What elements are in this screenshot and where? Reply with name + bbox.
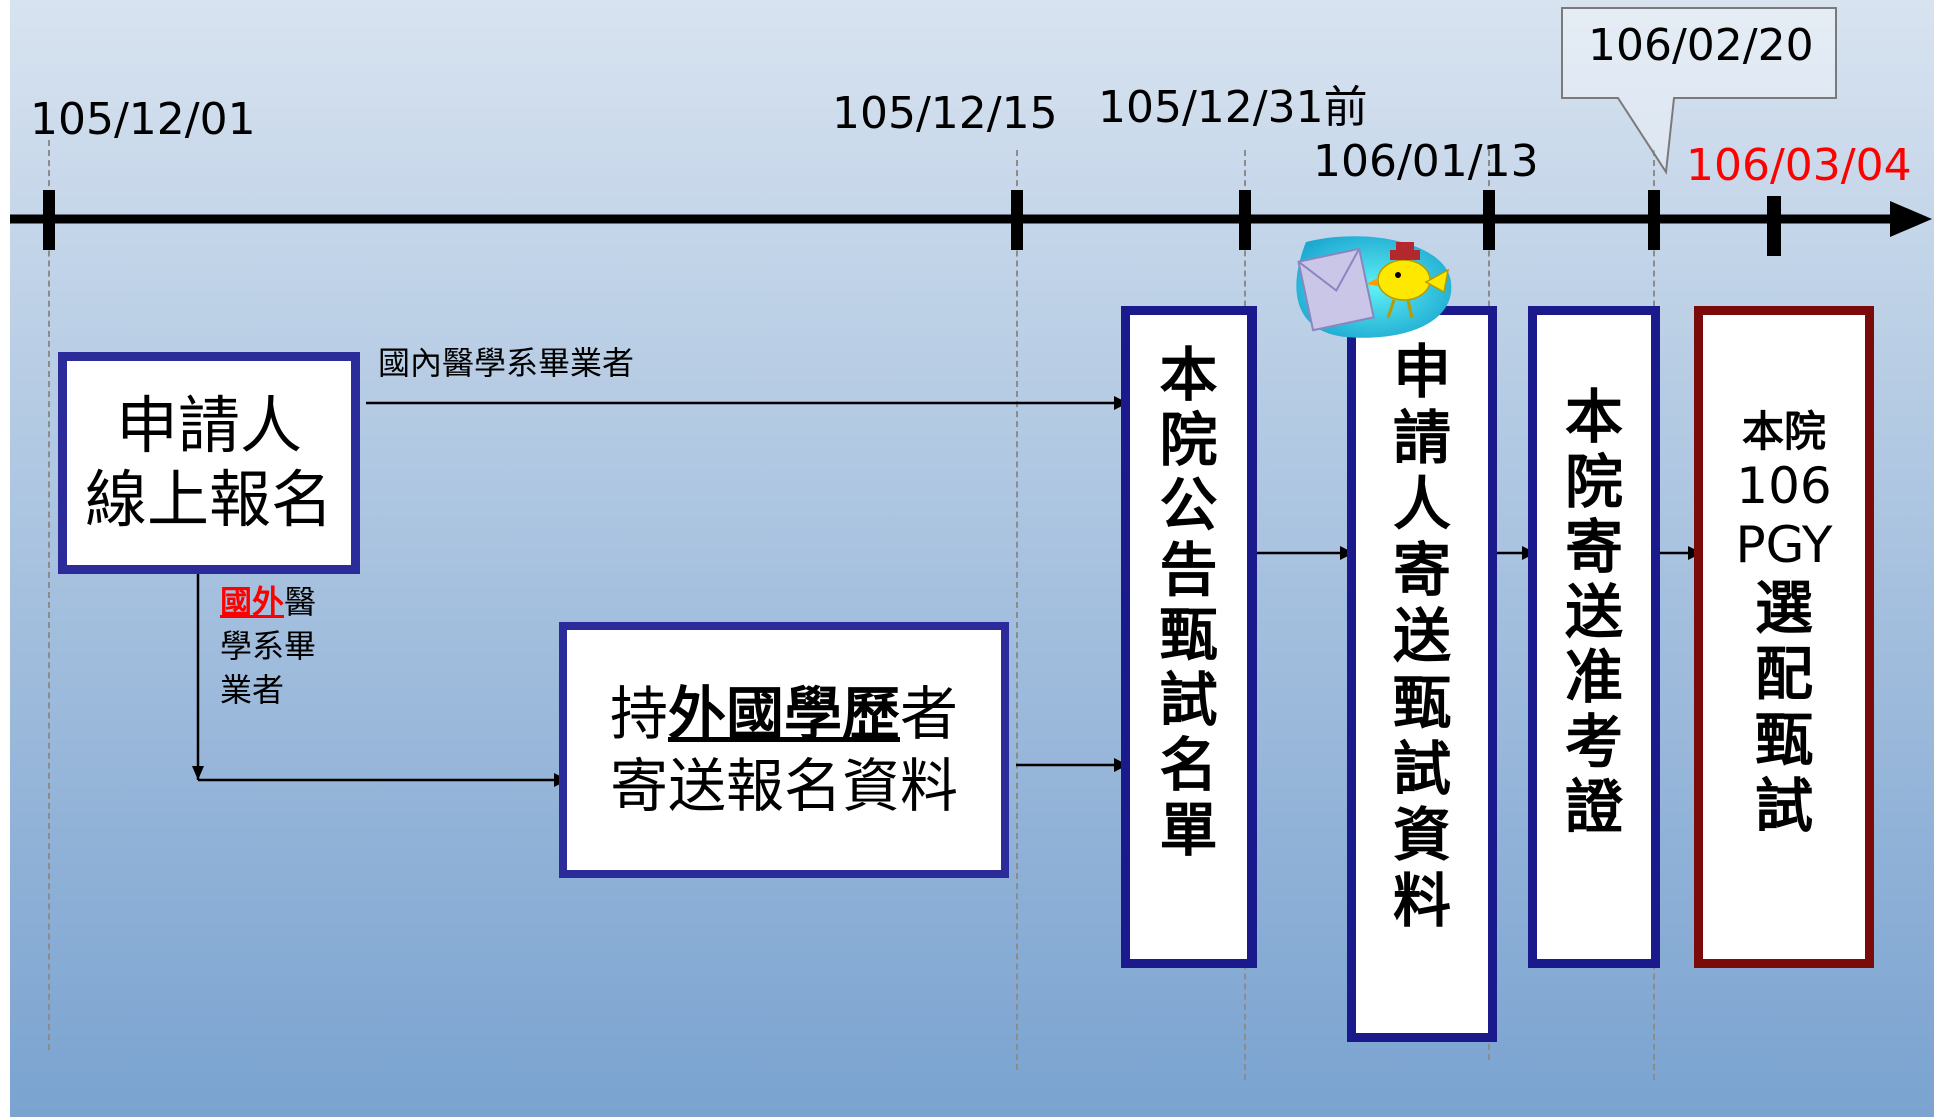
applicant-send-char: 申 [1392, 338, 1451, 406]
admission-card-char: 寄 [1564, 512, 1623, 581]
announce-list-text: 本院公告甄試名單 [1130, 343, 1247, 863]
guide-line-d2 [1016, 150, 1018, 1070]
announce-list-char: 名 [1159, 730, 1218, 799]
admission-card-text: 本院寄送准考證 [1537, 385, 1651, 840]
foreign-send-line2: 寄送報名資料 [609, 752, 958, 820]
pgy-exam-line2: 106 [1736, 456, 1832, 515]
foreign-send-bold: 外國學歷 [667, 679, 900, 748]
tick-d4 [1483, 190, 1495, 250]
foreign-send-prefix: 持 [609, 679, 668, 748]
admission-card-char: 本 [1564, 383, 1623, 451]
announce-list-char: 本 [1159, 341, 1218, 409]
date-label-d4: 106/01/13 [1313, 136, 1539, 187]
label-domestic-graduates: 國內醫學系畢業者 [378, 344, 635, 382]
pgy-exam-char: 配 [1754, 639, 1813, 708]
admission-card-char: 院 [1564, 447, 1623, 516]
applicant-send-char: 料 [1392, 866, 1451, 935]
date-label-d2: 105/12/15 [832, 88, 1058, 139]
applicant-send-text: 申請人寄送甄試資料 [1356, 339, 1488, 934]
mail-bird-icon [1296, 236, 1452, 338]
admission-card-char: 考 [1564, 707, 1623, 776]
announce-list-char: 院 [1159, 405, 1218, 474]
tick-d1 [43, 190, 55, 250]
apply-online-line1: 申請人 [115, 388, 302, 462]
timeline-axis [10, 201, 1932, 237]
applicant-send-char: 人 [1392, 470, 1451, 539]
pgy-exam-line1: 本院 [1741, 407, 1826, 456]
label-foreign-highlight: 國外 [220, 583, 285, 621]
date-label-d6: 106/03/04 [1686, 140, 1912, 191]
pgy-exam-line3: PGY [1735, 515, 1833, 574]
date-label-d3: 105/12/31前 [1098, 82, 1368, 133]
tick-d3 [1239, 190, 1251, 250]
box-foreign-send: 持外國學歷者 寄送報名資料 [559, 622, 1009, 878]
tick-d2 [1011, 190, 1023, 250]
announce-list-char: 甄 [1159, 600, 1218, 669]
date-label-d1: 105/12/01 [30, 94, 256, 145]
timeline-diagram: 105/12/01 105/12/15 105/12/31前 106/01/13… [10, 0, 1934, 1117]
pgy-exam-char: 試 [1754, 771, 1813, 840]
box-announce-list: 本院公告甄試名單 [1121, 306, 1253, 968]
applicant-send-char: 試 [1392, 734, 1451, 803]
announce-list-char: 試 [1159, 665, 1218, 734]
tick-d5 [1648, 190, 1660, 250]
callout-d5 [1561, 7, 1837, 175]
label-foreign-graduates: 國外醫 學系畢 業者 [220, 580, 316, 712]
box-admission-card: 本院寄送准考證 [1528, 306, 1660, 968]
box-pgy-exam: 本院 106 PGY 選配甄試 [1694, 306, 1874, 968]
tick-d6 [1767, 196, 1781, 256]
pgy-exam-char: 選 [1754, 573, 1813, 642]
applicant-send-char: 送 [1392, 602, 1451, 671]
applicant-send-char: 甄 [1392, 668, 1451, 737]
label-foreign-rest2: 學系畢 [220, 627, 317, 665]
foreign-send-line1: 持外國學歷者 [610, 678, 958, 751]
announce-list-char: 單 [1159, 795, 1218, 864]
date-label-d5: 106/02/20 [1588, 20, 1814, 71]
apply-online-line2: 線上報名 [84, 463, 333, 536]
foreign-send-suffix: 者 [900, 679, 959, 748]
label-foreign-rest1: 醫 [284, 583, 317, 621]
admission-card-char: 准 [1564, 642, 1623, 711]
applicant-send-char: 寄 [1392, 536, 1451, 605]
pgy-exam-char: 甄 [1754, 705, 1813, 774]
applicant-send-char: 請 [1392, 404, 1451, 473]
announce-list-char: 公 [1159, 470, 1218, 539]
box-applicant-send: 申請人寄送甄試資料 [1347, 306, 1497, 1042]
announce-list-char: 告 [1159, 535, 1218, 604]
admission-card-char: 證 [1564, 772, 1623, 841]
admission-card-char: 送 [1564, 577, 1623, 646]
box-apply-online: 申請人 線上報名 [58, 352, 360, 574]
applicant-send-char: 資 [1392, 800, 1451, 869]
label-foreign-rest3: 業者 [220, 671, 285, 709]
pgy-exam-text: 本院 106 PGY 選配甄試 [1703, 407, 1865, 839]
guide-line-d1 [48, 140, 50, 1050]
pgy-exam-chars: 選配甄試 [1703, 573, 1865, 840]
